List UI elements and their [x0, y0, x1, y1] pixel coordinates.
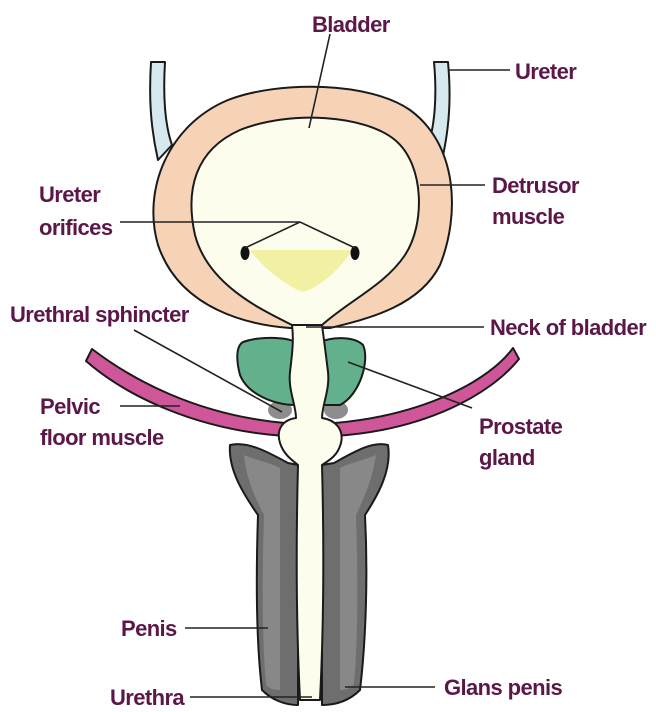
label-penis: Penis: [121, 616, 177, 641]
label-prostate-line2: gland: [479, 445, 535, 470]
right-ureter-orifice: [351, 246, 360, 260]
label-pelvic-floor-line1: Pelvic: [40, 394, 100, 419]
left-ureter: [150, 62, 172, 160]
label-ureter: Ureter: [515, 59, 577, 84]
label-prostate-line1: Prostate: [479, 414, 563, 439]
label-detrusor-line1: Detrusor: [492, 173, 580, 198]
label-detrusor-line2: muscle: [492, 204, 565, 229]
label-ureter-orifices-line1: Ureter: [39, 182, 101, 207]
left-ureter-orifice: [241, 246, 250, 260]
label-pelvic-floor-line2: floor muscle: [40, 425, 164, 450]
label-glans-penis: Glans penis: [444, 675, 562, 700]
leader-prostate: [348, 362, 472, 408]
label-urethra: Urethra: [110, 685, 185, 710]
label-ureter-orifices-line2: orifices: [39, 215, 113, 240]
label-urethral-sphincter: Urethral sphincter: [10, 302, 190, 327]
label-neck-of-bladder: Neck of bladder: [490, 315, 647, 340]
label-bladder: Bladder: [312, 12, 391, 37]
